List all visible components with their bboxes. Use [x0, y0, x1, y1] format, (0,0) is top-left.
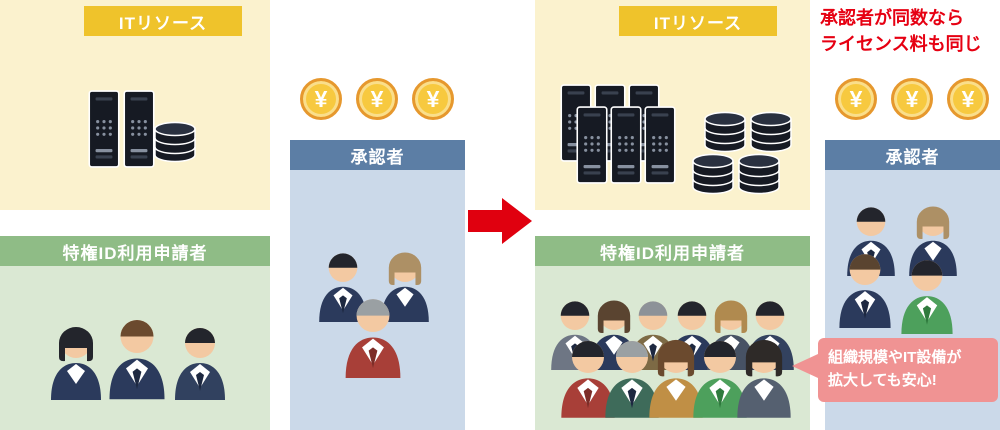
database-icon: [736, 152, 782, 196]
person-icon: [104, 306, 170, 400]
database-icon: [690, 152, 736, 196]
yen-symbol: ¥: [314, 85, 328, 112]
speech-bubble-tail: [792, 354, 818, 378]
person-icon: [896, 248, 958, 334]
person-icon: [46, 316, 106, 400]
person-icon: [732, 328, 796, 418]
yen-coin-icon: ¥: [300, 78, 342, 120]
database-icon: [152, 120, 198, 164]
before-it-header: ITリソース: [84, 6, 242, 36]
after-it-header: ITリソース: [619, 6, 777, 36]
bubble-line-2: 拡大しても安心!: [828, 372, 937, 390]
server-icon: [123, 90, 155, 168]
yen-coin-icon: ¥: [412, 78, 454, 120]
server-icon: [610, 106, 642, 184]
before-approver-header: 承認者: [290, 140, 465, 170]
after-applicants-header: 特権ID利用申請者: [535, 236, 810, 266]
yen-coin-icon: ¥: [947, 78, 989, 120]
server-icon: [644, 106, 676, 184]
server-icon: [576, 106, 608, 184]
note-line-1: 承認者が同数なら: [820, 8, 964, 28]
license-note: 承認者が同数なら ライセンス料も同じ: [820, 5, 998, 57]
database-icon: [748, 110, 794, 154]
before-applicants-header: 特権ID利用申請者: [0, 236, 270, 266]
person-icon: [834, 242, 896, 328]
yen-coin-icon: ¥: [356, 78, 398, 120]
server-icon: [88, 90, 120, 168]
yen-symbol: ¥: [849, 85, 863, 112]
yen-symbol: ¥: [905, 85, 919, 112]
database-icon: [702, 110, 748, 154]
speech-bubble: 組織規模やIT設備が 拡大しても安心!: [818, 338, 998, 402]
bubble-line-1: 組織規模やIT設備が: [828, 349, 962, 366]
yen-symbol: ¥: [426, 85, 440, 112]
person-icon: [340, 286, 406, 378]
person-icon: [170, 316, 230, 400]
yen-coin-icon: ¥: [891, 78, 933, 120]
yen-coin-icon: ¥: [835, 78, 877, 120]
note-line-2: ライセンス料も同じ: [820, 34, 982, 55]
after-approver-header: 承認者: [825, 140, 1000, 170]
yen-symbol: ¥: [961, 85, 975, 112]
transform-arrow-icon: [468, 198, 532, 244]
yen-symbol: ¥: [370, 85, 384, 112]
